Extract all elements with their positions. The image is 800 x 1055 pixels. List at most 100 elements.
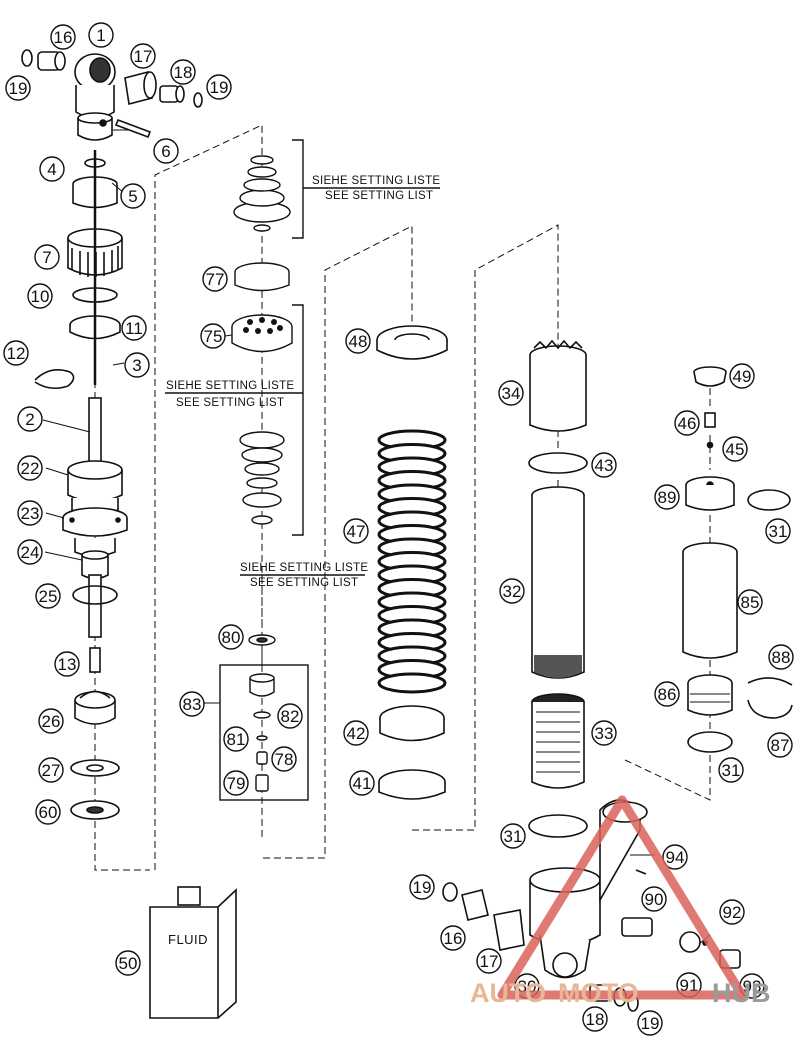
callout-number: 22 bbox=[21, 459, 40, 478]
callout-number: 6 bbox=[161, 142, 170, 161]
callout-number: 18 bbox=[586, 1010, 605, 1029]
callout-number: 77 bbox=[206, 270, 225, 289]
callout-c41: 41 bbox=[349, 770, 375, 796]
bottom-clevis bbox=[442, 799, 741, 1012]
callout-number: 50 bbox=[119, 954, 138, 973]
callout-number: 17 bbox=[480, 952, 499, 971]
callout-circle bbox=[206, 74, 232, 100]
callout-c19a: 19 bbox=[5, 75, 31, 101]
callout-c75: 75 bbox=[200, 323, 226, 349]
callout-number: 43 bbox=[595, 456, 614, 475]
callout-c79: 79 bbox=[223, 770, 249, 796]
callout-c33: 33 bbox=[591, 720, 617, 746]
callout-circle bbox=[88, 22, 114, 48]
callout-circle bbox=[218, 624, 244, 650]
callout-c2: 2 bbox=[17, 406, 43, 432]
callout-number: 86 bbox=[658, 685, 677, 704]
callout-number: 48 bbox=[349, 332, 368, 351]
callout-number: 33 bbox=[595, 724, 614, 743]
callout-number: 42 bbox=[347, 724, 366, 743]
callout-circle bbox=[50, 24, 76, 50]
callout-circle bbox=[409, 874, 435, 900]
callout-c42: 42 bbox=[343, 720, 369, 746]
callout-circle bbox=[498, 380, 524, 406]
callout-number: 13 bbox=[58, 655, 77, 674]
callout-circle bbox=[591, 452, 617, 478]
part-17-bushing bbox=[124, 71, 157, 105]
note2-de: SIEHE SETTING LISTE bbox=[166, 380, 294, 392]
part-34-spring-retainer bbox=[529, 339, 587, 432]
note1-de: SIEHE SETTING LISTE bbox=[312, 175, 440, 187]
callout-c89: 89 bbox=[654, 484, 680, 510]
callout-c19b: 19 bbox=[206, 74, 232, 100]
callout-circle bbox=[674, 410, 700, 436]
callout-number: 47 bbox=[347, 522, 366, 541]
callout-number: 12 bbox=[7, 344, 26, 363]
callout-circle bbox=[345, 328, 371, 354]
callout-circle bbox=[120, 183, 146, 209]
callout-c5: 5 bbox=[120, 183, 146, 209]
callout-circle bbox=[27, 283, 53, 309]
part-16-bushing bbox=[37, 51, 66, 71]
callout-circle bbox=[349, 770, 375, 796]
part-86-piston bbox=[687, 674, 733, 716]
note3-en: SEE SETTING LIST bbox=[250, 577, 358, 589]
callout-circle bbox=[153, 138, 179, 164]
callout-c82: 82 bbox=[277, 703, 303, 729]
callout-circle bbox=[637, 1010, 663, 1036]
callout-c26: 26 bbox=[38, 708, 64, 734]
callout-circle bbox=[39, 156, 65, 182]
callout-circle bbox=[179, 691, 205, 717]
callout-circle bbox=[124, 352, 150, 378]
callout-circle bbox=[130, 43, 156, 69]
callout-number: 7 bbox=[42, 248, 51, 267]
callout-number: 94 bbox=[666, 848, 685, 867]
callout-circle bbox=[34, 244, 60, 270]
callout-circle bbox=[170, 59, 196, 85]
part-89-cap bbox=[685, 476, 735, 511]
callout-c34: 34 bbox=[498, 380, 524, 406]
spring-column bbox=[376, 325, 448, 800]
callout-number: 18 bbox=[174, 63, 193, 82]
callout-circle bbox=[271, 746, 297, 772]
left-shaft-assembly bbox=[21, 49, 203, 820]
callout-circle bbox=[202, 266, 228, 292]
setting-stack-column bbox=[165, 139, 440, 801]
callout-number: 24 bbox=[21, 543, 40, 562]
part-41-lock-ring bbox=[378, 769, 446, 800]
part-75-piston bbox=[231, 314, 293, 353]
callout-number: 19 bbox=[413, 878, 432, 897]
callout-number: 19 bbox=[210, 78, 229, 97]
callout-circle bbox=[17, 406, 43, 432]
callout-number: 5 bbox=[128, 187, 137, 206]
callout-c90: 90 bbox=[641, 886, 667, 912]
callout-circle bbox=[440, 925, 466, 951]
callout-c49: 49 bbox=[729, 363, 755, 389]
callout-number: 49 bbox=[733, 367, 752, 386]
callout-c86: 86 bbox=[654, 681, 680, 707]
part-49-cap bbox=[693, 366, 727, 387]
callout-c4: 4 bbox=[39, 156, 65, 182]
callout-c25: 25 bbox=[35, 583, 61, 609]
callout-c23: 23 bbox=[17, 500, 43, 526]
callout-number: 27 bbox=[42, 761, 61, 780]
callout-circle bbox=[737, 589, 763, 615]
callout-c81: 81 bbox=[223, 726, 249, 752]
watermark-auto: AUTO bbox=[470, 978, 546, 1008]
callout-c19c: 19 bbox=[409, 874, 435, 900]
part-33-bump-rubber bbox=[531, 693, 585, 789]
callout-circle bbox=[662, 844, 688, 870]
callout-number: 3 bbox=[132, 356, 141, 375]
callout-c48: 48 bbox=[345, 328, 371, 354]
part-6-pin bbox=[114, 118, 152, 139]
callout-c3: 3 bbox=[124, 352, 150, 378]
callout-c47: 47 bbox=[343, 518, 369, 544]
callout-circle bbox=[499, 578, 525, 604]
callout-circle bbox=[767, 732, 793, 758]
callout-number: 4 bbox=[47, 160, 56, 179]
callout-c7: 7 bbox=[34, 244, 60, 270]
callout-c83: 83 bbox=[179, 691, 205, 717]
callout-number: 25 bbox=[39, 587, 58, 606]
part-18-spacer bbox=[159, 85, 185, 103]
callout-circle bbox=[54, 651, 80, 677]
